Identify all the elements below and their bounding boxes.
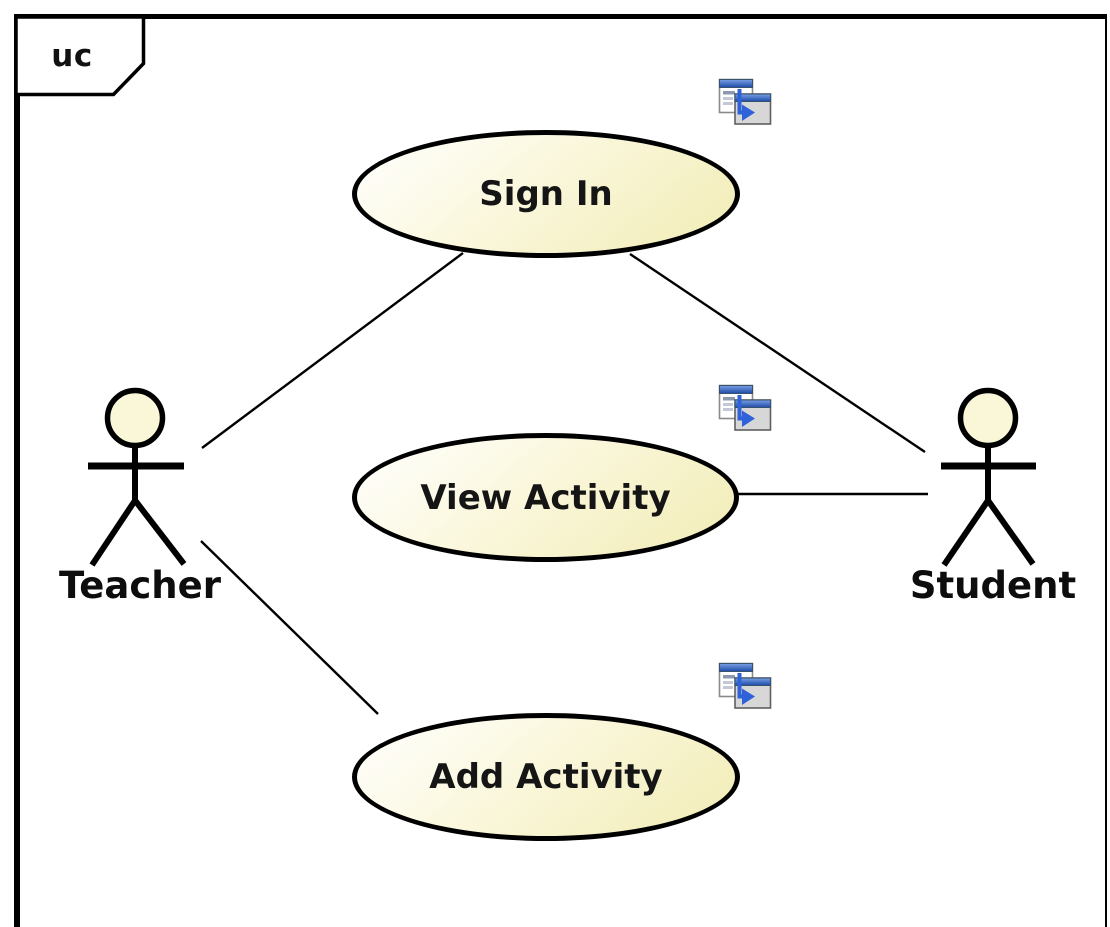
actor-teacher-figure[interactable] (88, 387, 187, 567)
frame-label: uc (51, 38, 93, 74)
student-head (957, 387, 1019, 449)
teacher-head (104, 387, 166, 449)
actor-student-label: Student (909, 564, 1077, 607)
actor-student-figure[interactable] (941, 387, 1036, 567)
student-left-leg (941, 497, 992, 567)
student-right-leg (984, 497, 1036, 566)
use-case-view-activity[interactable]: View Activity (352, 433, 739, 562)
sub-diagram-icon[interactable] (718, 384, 772, 432)
association-student-sign-in[interactable] (629, 253, 926, 453)
frame-name-tab (14, 15, 146, 97)
actor-teacher-label: Teacher (58, 564, 221, 607)
teacher-left-leg (89, 497, 139, 567)
association-teacher-sign-in[interactable] (201, 252, 464, 449)
use-case-view-activity-label: View Activity (420, 477, 671, 518)
sub-diagram-icon[interactable] (718, 662, 772, 710)
teacher-right-leg (131, 497, 187, 566)
association-teacher-add-activity[interactable] (200, 540, 379, 715)
diagram-frame (14, 14, 1107, 927)
sub-diagram-icon[interactable] (718, 78, 772, 126)
use-case-sign-in[interactable]: Sign In (352, 130, 740, 258)
use-case-add-activity-label: Add Activity (429, 757, 663, 797)
use-case-sign-in-label: Sign In (479, 174, 613, 214)
use-case-add-activity[interactable]: Add Activity (352, 713, 740, 841)
